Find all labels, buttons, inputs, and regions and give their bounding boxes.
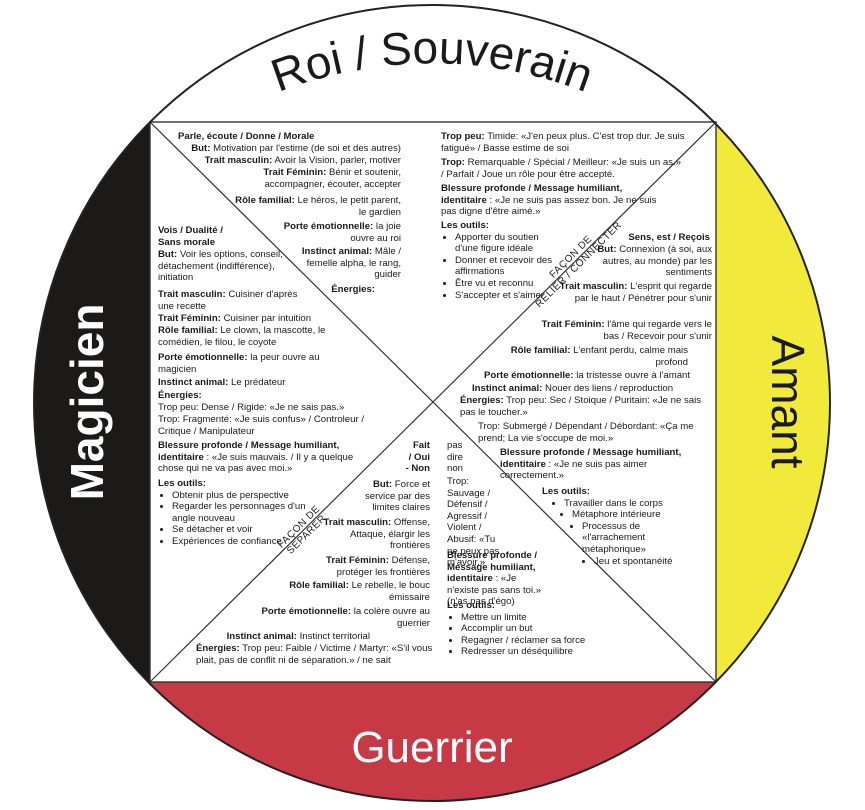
list-item: Expériences de confiance — [172, 536, 308, 548]
roi-trop: Trop: Remarquable / Spécial / Meilleur: … — [441, 157, 681, 180]
roi-trait-feminin: Trait Féminin: Bénir et soutenir, accomp… — [263, 167, 401, 190]
list-item: Redresser un déséquilibre — [461, 646, 607, 658]
list-item: Regagner / réclamer sa force — [461, 635, 607, 647]
roi-trait-masculin: Trait masculin: Avoir la Vision, parler,… — [204, 155, 401, 166]
roi-outils: Les outils: Apporter du soutien d'une fi… — [441, 220, 559, 301]
roi-attributes: Parle, écoute / Donne / Morale — [178, 131, 315, 142]
roi-role-familial: Rôle familial: Le héros, le petit parent… — [235, 195, 401, 218]
amant-trop: Trop: Submergé / Dépendant / Débordant: … — [478, 421, 694, 444]
list-item: Travailler dans le corps — [564, 498, 702, 510]
list-item: Accomplir un but — [461, 623, 607, 635]
amant-outils: Les outils: Travailler dans le corps Mét… — [542, 486, 702, 567]
outer-circle — [33, 4, 831, 802]
magicien-role-familial: Rôle familial: Le clown, la mascotte, le… — [158, 325, 326, 348]
amant-trait-feminin: Trait Féminin: l'âme qui regarde vers le… — [541, 319, 712, 342]
list-item: Métaphore intérieure — [572, 509, 702, 521]
guerrier-continuation: pas dire non — [447, 440, 464, 475]
guerrier-porte-emotionnelle: Porte émotionnelle: la colère ouvre au g… — [261, 606, 431, 629]
list-item: Jeu et spontanéité — [594, 556, 702, 568]
roi-outils-list: Apporter du soutien d'une figure idéale … — [441, 232, 559, 302]
guerrier-blessure: Blessure profonde / Message humiliant, i… — [447, 550, 542, 608]
amant-instinct-animal: Instinct animal: Nouer des liens / repro… — [472, 383, 674, 394]
list-item: Être vu et reconnu — [455, 278, 559, 290]
guerrier-outils-list: Mettre un limite Accomplir un but Regagn… — [447, 612, 607, 658]
roi-trop-peu: Trop peu: Timide: «J'en peux plus. C'est… — [441, 131, 685, 154]
magicien-energies: Énergies: Trop peu: Dense / Rigide: «Je … — [158, 390, 345, 413]
roi-but: But: Motivation par l'estime (de soi et … — [191, 143, 401, 154]
magicien-porte-emotionnelle: Porte émotionnelle: la peur ouvre au mag… — [158, 352, 320, 375]
list-item: Processus de «l'arrachement métaphorique… — [582, 521, 702, 556]
list-item: S'accepter et s'aimer — [455, 290, 559, 302]
amant-outils-list: Travailler dans le corps Métaphore intér… — [542, 498, 702, 568]
guerrier-instinct-animal: Instinct animal: Instinct territorial — [226, 631, 370, 642]
list-item: Se détacher et voir — [172, 524, 308, 536]
magicien-outils-list: Obtenir plus de perspective Regarder les… — [158, 490, 308, 548]
amant-energies: Énergies: Trop peu: Sec / Stoique / Puri… — [460, 395, 702, 418]
magicien-outils: Les outils: Obtenir plus de perspective … — [158, 478, 308, 548]
list-item: Mettre un limite — [461, 612, 607, 624]
magicien-attributes: Vois / Dualité / Sans morale — [158, 225, 223, 248]
amant-attributes: Sens, est / Reçois — [628, 232, 710, 243]
amant-but: But: Connexion (à soi, aux autres, au mo… — [597, 244, 712, 279]
guerrier-trop: Trop: Sauvage / Défensif / Agressif / Vi… — [447, 476, 500, 569]
title-guerrier: Guerrier — [351, 723, 512, 772]
amant-role-familial: Rôle familial: L'enfant perdu, calme mai… — [510, 345, 688, 368]
title-magicien: Magicien — [61, 304, 113, 501]
amant-trait-masculin: Trait masculin: L'esprit qui regarde par… — [559, 281, 712, 304]
list-item: Donner et recevoir des affirmations — [455, 255, 559, 278]
magicien-trait-feminin: Trait Féminin: Cuisiner par intuition — [158, 313, 312, 324]
diagonal-line — [149, 121, 717, 683]
roi-blessure: Blessure profonde / Message humiliant, i… — [441, 183, 657, 218]
list-item: Obtenir plus de perspective — [172, 490, 308, 502]
list-item: Regarder les personnages d'un angle nouv… — [172, 501, 308, 524]
magicien-but: But: Voir les options, conseil, détachem… — [158, 249, 283, 284]
amant-porte-emotionnelle: Porte émotionnelle: la tristesse ouvre à… — [484, 370, 691, 381]
title-amant: Amant — [762, 336, 814, 469]
guerrier-outils: Les outils: Mettre un limite Accomplir u… — [447, 600, 607, 658]
guerrier-role-familial: Rôle familial: Le rebelle, le bouc émiss… — [289, 580, 430, 603]
guerrier-trait-feminin: Trait Féminin: Défense, protéger les fro… — [326, 555, 430, 578]
guerrier-but: But: Force et service par des limites cl… — [364, 479, 430, 514]
guerrier-attributes: Fait / Oui - Non — [405, 440, 430, 475]
roi-energies: Énergies: — [331, 284, 375, 295]
magicien-trop: Trop: Fragmenté: «Je suis confus» / Cont… — [158, 414, 365, 437]
guerrier-trait-masculin: Trait masculin: Offense, Attaque, élargi… — [323, 517, 430, 552]
list-item: Apporter du soutien d'une figure idéale — [455, 232, 559, 255]
guerrier-energies: Énergies: Trop peu: Faible / Victime / M… — [196, 643, 433, 666]
magicien-instinct-animal: Instinct animal: Le prédateur — [158, 377, 286, 388]
magicien-trait-masculin: Trait masculin: Cuisiner d'après une rec… — [158, 289, 298, 312]
roi-instinct-animal: Instinct animal: Mâle / femelle alpha, l… — [301, 246, 401, 281]
magicien-blessure: Blessure profonde / Message humiliant, i… — [158, 440, 354, 475]
amant-blessure: Blessure profonde / Message humiliant, i… — [500, 447, 682, 482]
roi-porte-emotionnelle: Porte émotionnelle: la joie ouvre au roi — [283, 221, 401, 244]
